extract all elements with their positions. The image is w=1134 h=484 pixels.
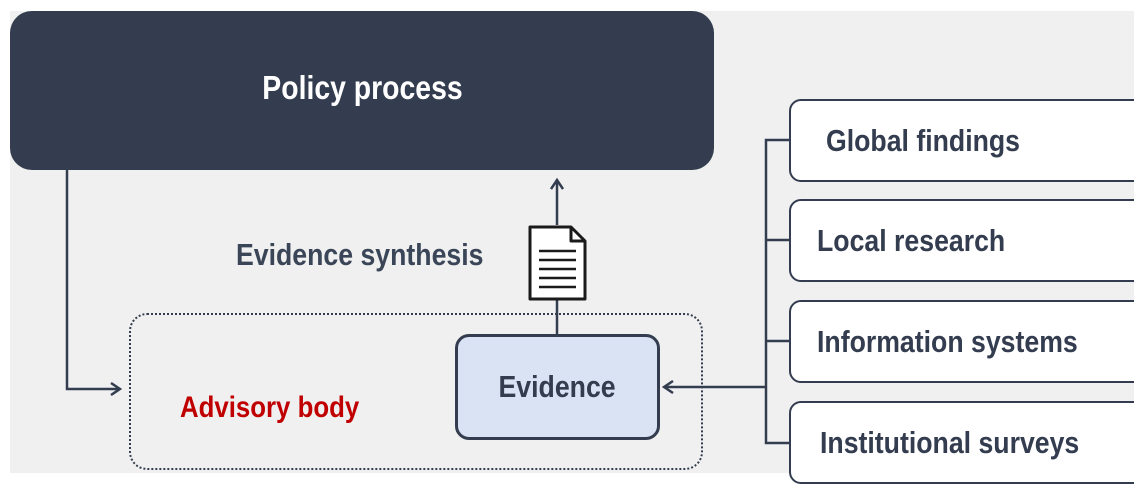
source-local-research: Local research [789,199,1134,282]
policy-to-advisory-arrow [65,170,120,389]
source-label: Information systems [817,323,1078,359]
source-label: Local research [817,222,1006,258]
evidence-synthesis-label: Evidence synthesis [236,237,484,272]
source-information-systems: Information systems [789,300,1134,383]
evidence-label: Evidence [498,369,617,404]
sources-bracket [764,138,789,445]
document-icon [528,225,587,301]
source-global-findings: Global findings [789,99,1134,182]
policy-process-label: Policy process [261,68,463,106]
evidence-box: Evidence [455,334,660,440]
policy-process-box: Policy process [10,11,714,170]
source-label: Global findings [826,122,1021,158]
advisory-body-container [129,313,703,470]
source-institutional-surveys: Institutional surveys [789,401,1134,484]
source-label: Institutional surveys [820,424,1080,460]
advisory-body-label: Advisory body [180,391,360,424]
